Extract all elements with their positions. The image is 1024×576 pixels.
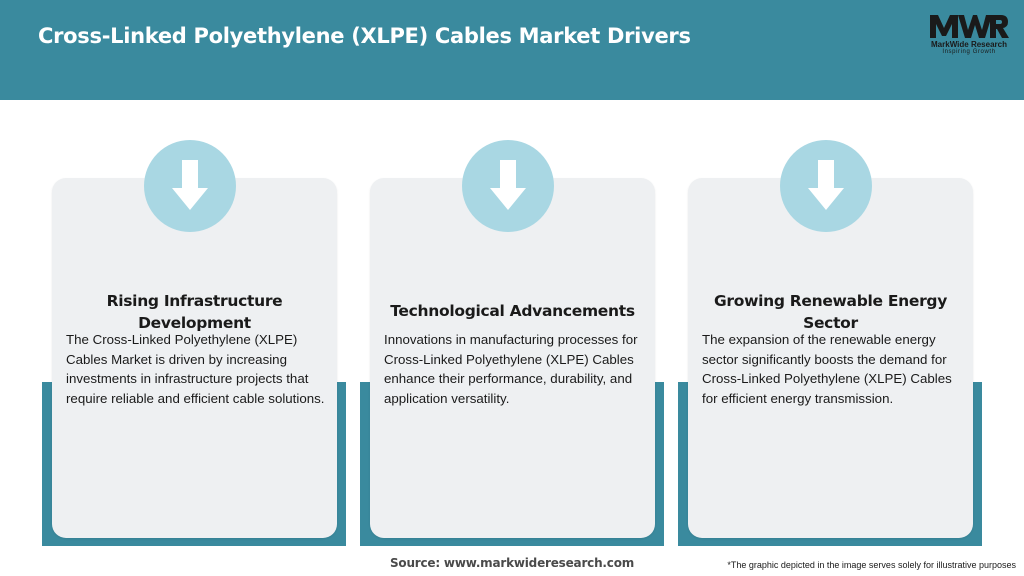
icon-badge: [144, 140, 236, 232]
header-banner: Cross-Linked Polyethylene (XLPE) Cables …: [0, 0, 1024, 100]
logo-name: MarkWide Research: [931, 40, 1007, 49]
card-heading: Rising Infrastructure Development: [106, 292, 283, 332]
card-body: The expansion of the renewable energy se…: [702, 332, 952, 406]
source-text: Source: www.markwideresearch.com: [389, 556, 635, 570]
card-heading: Technological Advancements: [390, 302, 635, 320]
card-panel: Rising Infrastructure Development The Cr…: [52, 178, 337, 538]
driver-card-1: Rising Infrastructure Development The Cr…: [42, 140, 356, 550]
icon-badge: [780, 140, 872, 232]
driver-card-3: Growing Renewable Energy Sector The expa…: [678, 140, 992, 550]
card-panel: Technological Advancements Innovations i…: [370, 178, 655, 538]
page-title: Cross-Linked Polyethylene (XLPE) Cables …: [38, 24, 691, 48]
arrow-down-icon: [490, 160, 526, 210]
card-body: The Cross-Linked Polyethylene (XLPE) Cab…: [66, 332, 325, 406]
card-heading: Growing Renewable Energy Sector: [713, 292, 948, 332]
disclaimer-note: *The graphic depicted in the image serve…: [727, 560, 1016, 570]
arrow-down-icon: [172, 160, 208, 210]
arrow-down-icon: [808, 160, 844, 210]
logo: MarkWide Research Inspiring Growth: [924, 12, 1014, 60]
mwr-logo-icon: [930, 15, 1009, 38]
card-body: Innovations in manufacturing processes f…: [384, 332, 638, 406]
driver-card-2: Technological Advancements Innovations i…: [360, 140, 674, 550]
logo-tagline: Inspiring Growth: [942, 49, 996, 55]
card-panel: Growing Renewable Energy Sector The expa…: [688, 178, 973, 538]
icon-badge: [462, 140, 554, 232]
